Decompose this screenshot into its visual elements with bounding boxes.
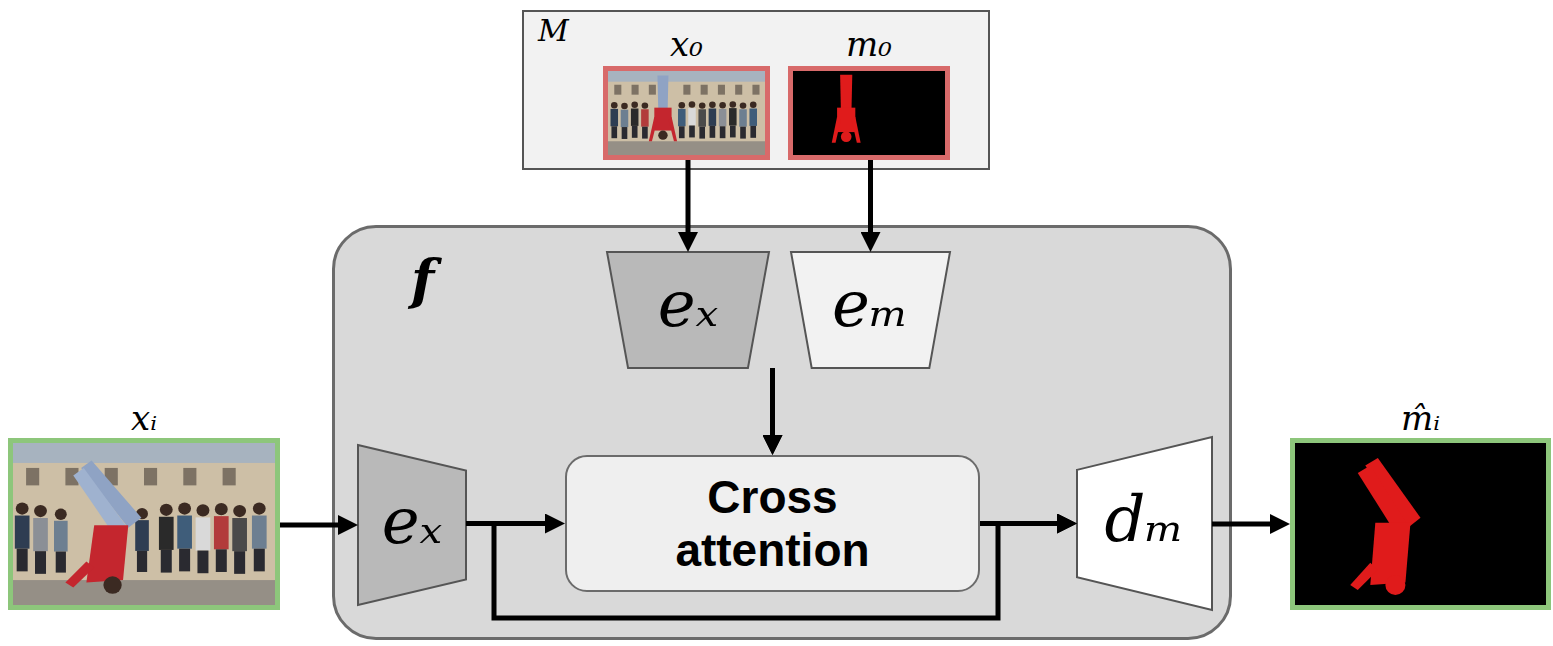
image-encoder-outline bbox=[607, 252, 769, 368]
frame-label: xᵢ bbox=[8, 398, 280, 438]
predicted-mask bbox=[1295, 443, 1546, 605]
mask-encoder: eₘ bbox=[791, 252, 950, 368]
encoder-label: eₘ bbox=[832, 269, 909, 339]
mask-silhouette bbox=[1350, 458, 1420, 595]
mask-decoder: dₘ bbox=[1077, 437, 1212, 610]
image-encoder: eₓ bbox=[607, 252, 769, 368]
dancer bbox=[65, 460, 141, 593]
reference-frame-border bbox=[603, 66, 770, 160]
flow-arrow bbox=[770, 368, 775, 435]
reference-photo bbox=[608, 71, 765, 155]
mask-label: m₀ bbox=[788, 22, 950, 66]
building-windows bbox=[26, 468, 236, 485]
flow-arrow bbox=[280, 523, 338, 528]
flow-arrow bbox=[770, 368, 775, 435]
flow-arrow bbox=[686, 160, 691, 232]
model-box: feₓeₘeₓCross attentiondₘ bbox=[332, 225, 1232, 640]
flow-arrow bbox=[466, 524, 1057, 619]
output-mask: m̂ᵢ bbox=[1290, 398, 1551, 610]
crowd bbox=[611, 101, 757, 139]
cross-attention-box: Cross attention bbox=[565, 455, 980, 592]
mask-silhouette bbox=[832, 75, 861, 143]
reference-frame: x₀ bbox=[603, 22, 770, 160]
output-mask-border bbox=[1290, 438, 1551, 610]
reference-mask: m₀ bbox=[788, 22, 950, 160]
building-windows bbox=[614, 85, 759, 95]
mask-label: m̂ᵢ bbox=[1290, 398, 1551, 438]
query-frame: xᵢ bbox=[8, 398, 280, 610]
memory-box: Mx₀ m₀ bbox=[522, 10, 990, 170]
mask-encoder-outline bbox=[791, 252, 950, 368]
encoder-label: eₓ bbox=[382, 486, 443, 556]
memory-label: M bbox=[538, 14, 569, 47]
reference-mask-border bbox=[788, 66, 950, 160]
flow-arrow bbox=[1212, 522, 1270, 527]
query-frame-border bbox=[8, 438, 280, 610]
mask-decoder-outline bbox=[1077, 437, 1212, 610]
query-photo bbox=[13, 443, 275, 605]
image-encoder-outline bbox=[358, 445, 466, 605]
model-label: f bbox=[411, 250, 434, 309]
dancer bbox=[649, 76, 677, 142]
flow-arrow bbox=[868, 160, 873, 232]
image-encoder: eₓ bbox=[358, 445, 466, 605]
block-label: Cross attention bbox=[608, 471, 938, 577]
frame-label: x₀ bbox=[603, 22, 770, 66]
reference-mask bbox=[793, 71, 945, 155]
crowd bbox=[15, 502, 267, 573]
decoder-label: dₘ bbox=[1104, 484, 1184, 554]
encoder-label: eₓ bbox=[658, 269, 719, 339]
